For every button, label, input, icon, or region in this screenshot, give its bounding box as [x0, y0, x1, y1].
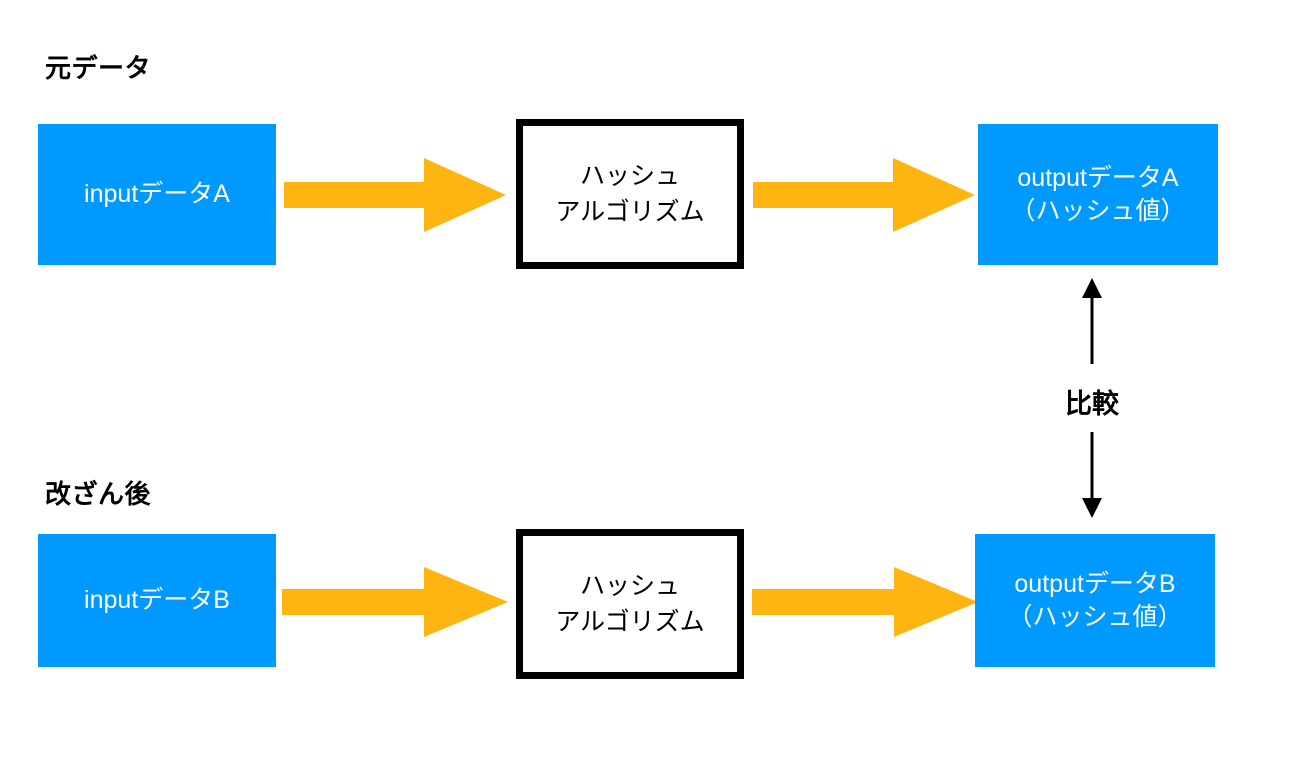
arrow-hash-to-output-a [753, 158, 975, 232]
output-data-box-b-line-1: outputデータB [1014, 569, 1176, 598]
arrow-input-a-to-hash [284, 158, 506, 232]
output-data-box-b-line-2: （ハッシュ値） [1007, 602, 1183, 631]
hash-algorithm-box-b-line-2: アルゴリズム [555, 608, 705, 636]
input-data-box-b-label: inputデータB [84, 586, 230, 614]
input-data-box-a-label: inputデータA [84, 180, 230, 208]
hash-algorithm-box-a-line-1: ハッシュ [579, 161, 680, 190]
hash-algorithm-box-a: ハッシュ アルゴリズム [516, 119, 744, 269]
output-data-box-b: outputデータB （ハッシュ値） [975, 534, 1215, 667]
compare-arrow-up-icon [1076, 278, 1108, 364]
compare-label: 比較 [1065, 389, 1119, 419]
input-data-box-b: inputデータB [38, 534, 276, 667]
hash-algorithm-box-b-line-1: ハッシュ [579, 571, 680, 600]
arrow-hash-to-output-b [752, 567, 978, 637]
hash-algorithm-box-b: ハッシュ アルゴリズム [516, 529, 744, 679]
hash-algorithm-box-a-line-2: アルゴリズム [555, 198, 705, 226]
output-data-box-a-line-1: outputデータA [1017, 163, 1179, 192]
section-label-original: 元データ [45, 53, 152, 83]
compare-arrow-down-icon [1076, 432, 1108, 518]
section-label-tampered: 改ざん後 [45, 479, 152, 509]
arrow-input-b-to-hash [282, 567, 508, 637]
input-data-box-a: inputデータA [38, 124, 276, 265]
output-data-box-a-line-2: （ハッシュ値） [1010, 196, 1186, 225]
output-data-box-a: outputデータA （ハッシュ値） [978, 124, 1218, 265]
